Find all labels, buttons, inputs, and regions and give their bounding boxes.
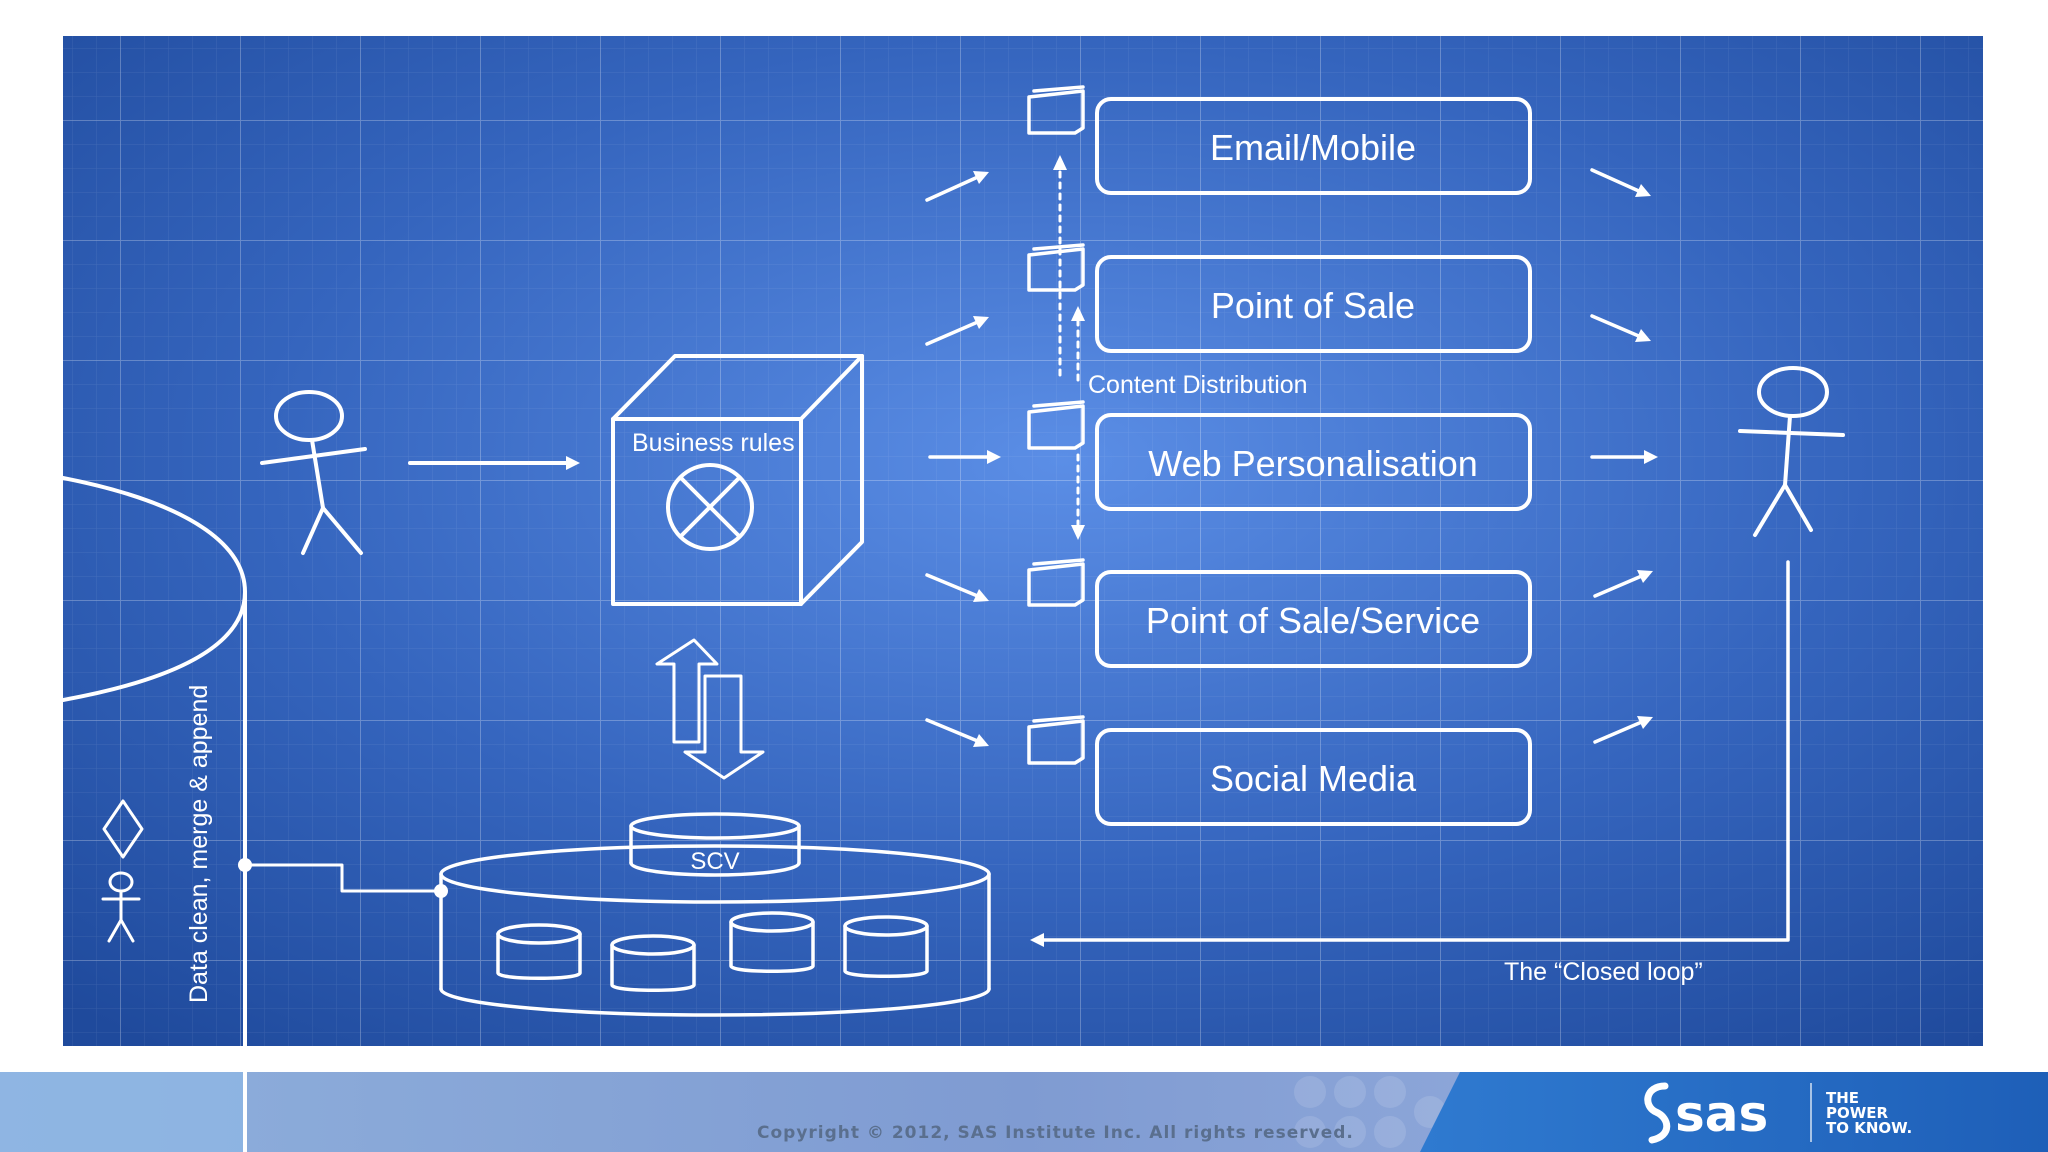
document-icon [1027,243,1085,292]
channel-box-web-personalisation [1095,413,1532,511]
data-clean-label: Data clean, merge & append [185,685,213,1003]
incoming-arrow-service [925,573,989,602]
incoming-arrow-pos [925,316,989,346]
person-left-icon [260,390,367,555]
sas-logo: sas [1644,1082,1812,1144]
channel-label-social-media: Social Media [1210,758,1417,799]
outgoing-arrow-email [1590,168,1651,197]
channel-box-email-mobile [1095,97,1532,195]
document-icon [1027,558,1085,607]
content-distribution-arrows [1058,170,1080,527]
content-distribution-label: Content Distribution [1088,371,1308,399]
footer-bokeh-decoration [1294,1076,1446,1148]
tagline-line-1: THE [1826,1089,1859,1107]
channel-label-point-of-sale-service: Point of Sale/Service [1146,600,1480,641]
scv-database-icon [439,812,991,1017]
sas-wordmark: sas [1675,1085,1768,1143]
arrow-to-business-rules [408,456,580,470]
document-icon [1027,400,1085,450]
arrowhead-up [1071,306,1085,321]
footer-brand-panel [1420,1072,2048,1152]
copyright-text: Copyright © 2012, SAS Institute Inc. All… [757,1123,1354,1143]
channel-box-social-media [1095,728,1532,826]
channel-label-web-personalisation: Web Personalisation [1148,443,1478,484]
channel-label-email-mobile: Email/Mobile [1210,127,1416,168]
legend-person-icon [101,871,141,943]
incoming-arrow-email [925,171,989,202]
arrowhead-down [1071,525,1085,540]
channel-box-point-of-sale [1095,255,1532,353]
outgoing-arrow-social [1593,716,1653,744]
business-rules-cube-icon [611,354,864,606]
data-store-cylinder-icon [63,476,247,1046]
tagline-line-3: TO KNOW. [1826,1119,1912,1137]
closed-loop-return-line [1030,560,1790,947]
channel-box-point-of-sale-service [1095,570,1532,668]
legend-diamond-icon [102,799,144,859]
outgoing-arrow-service [1593,570,1653,598]
footer-bar: Copyright © 2012, SAS Institute Inc. All… [0,1046,2048,1152]
sync-arrows-icon [655,638,765,780]
business-rules-label: Business rules [632,429,795,457]
arrowhead-up [1053,155,1067,170]
tagline-line-2: POWER [1826,1104,1889,1122]
incoming-arrow-social [925,718,989,747]
person-right-icon [1738,366,1845,537]
incoming-arrow-web [928,450,1001,464]
blueprint-panel [63,36,1983,1046]
outgoing-arrow-pos [1590,314,1651,342]
diagram-labels: Business rules SCV Content Distribution … [185,127,1703,1003]
document-icon [1027,715,1085,765]
outgoing-arrow-web [1590,450,1658,464]
data-feed-connector [238,858,448,898]
tagline: THE POWER TO KNOW. [1826,1089,1912,1137]
scv-label: SCV [690,848,739,875]
channel-label-point-of-sale: Point of Sale [1211,285,1415,326]
document-icon [1027,85,1085,135]
closed-loop-label: The “Closed loop” [1504,958,1703,986]
